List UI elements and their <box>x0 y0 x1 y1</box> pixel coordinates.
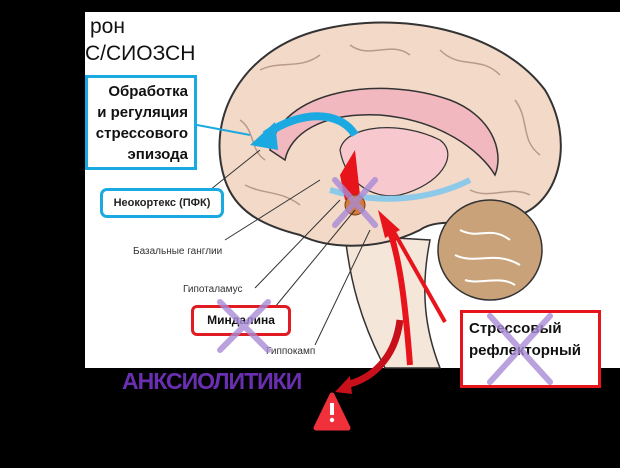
callout-line: Стрессовый <box>469 320 562 337</box>
processing-callout: Обработка и регуляция стрессового эпизод… <box>85 75 197 170</box>
anxiolytics-label: АНКСИОЛИТИКИ <box>122 368 302 394</box>
title-line-1: рон <box>90 15 125 38</box>
neocortex-label: Неокортекс (ПФК) <box>100 188 224 218</box>
red-curved-arrow <box>335 319 404 394</box>
callout-line: и регуляция <box>97 104 188 121</box>
title-line-2: С/СИОЗСН <box>85 42 196 65</box>
amygdala-label: Миндалина <box>191 305 291 336</box>
blue-arrow <box>196 112 359 150</box>
hippocampus-label: Гиппокамп <box>266 346 316 357</box>
red-arrow-up <box>378 210 447 366</box>
warning-icon <box>313 392 351 431</box>
hypothalamus-label: Гипоталамус <box>183 284 243 295</box>
amygdala-region <box>344 194 366 216</box>
stress-reflex-callout: Стрессовый рефлекторный <box>460 310 601 388</box>
leader-lines <box>209 149 371 346</box>
cerebellum-folds <box>454 229 521 286</box>
callout-line: эпизода <box>127 146 188 163</box>
callout-line: стрессового <box>95 125 188 142</box>
callout-line: рефлекторный <box>469 342 582 359</box>
cerebellum <box>437 199 543 301</box>
callout-line: Обработка <box>108 83 188 100</box>
cerebrum-folds <box>239 44 541 206</box>
basal-ganglia-label: Базальные ганглии <box>133 246 223 257</box>
